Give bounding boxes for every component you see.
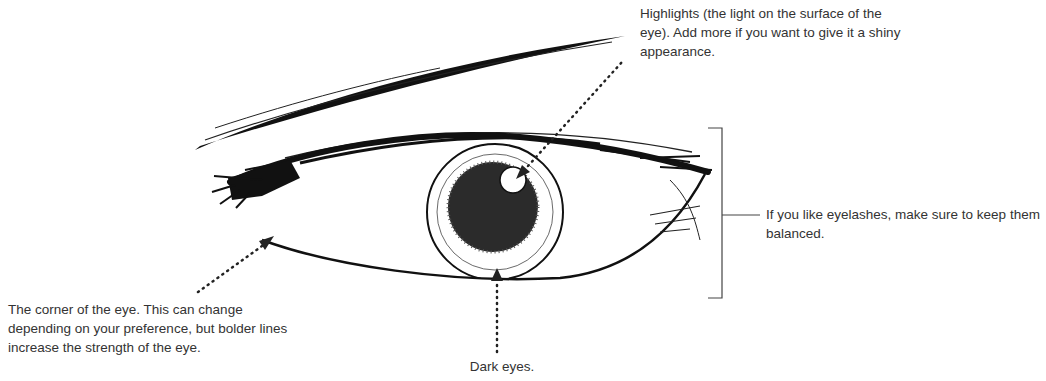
upper-lid [230, 135, 708, 182]
pupil-stipple [448, 162, 538, 252]
iris [427, 144, 563, 280]
callout-text: Highlights (the light on the surface of … [640, 4, 910, 61]
bracket [708, 128, 760, 298]
callout-text: Dark eyes. [462, 357, 542, 376]
arrowhead [516, 165, 530, 179]
leader-line [528, 62, 622, 166]
callout-text: If you like eyelashes, make sure to keep… [766, 205, 1042, 243]
eyebrow-stroke [205, 42, 612, 140]
pupil [448, 162, 538, 252]
callout-text: The corner of the eye. This can change d… [8, 300, 308, 357]
leader-line [198, 246, 262, 292]
eyelash-strokes [600, 150, 712, 170]
inner-corner-lines [650, 206, 700, 232]
eyebrow-stroke [215, 68, 440, 128]
leader-line [496, 282, 499, 352]
arrowhead [259, 236, 274, 250]
lid-line [670, 180, 700, 240]
iris-ring [437, 154, 553, 270]
arrowhead [491, 268, 503, 281]
upper-lid-inner [300, 138, 600, 163]
eyebrow [195, 36, 625, 150]
eyelash-strokes [212, 165, 270, 208]
lower-lid [262, 174, 705, 279]
